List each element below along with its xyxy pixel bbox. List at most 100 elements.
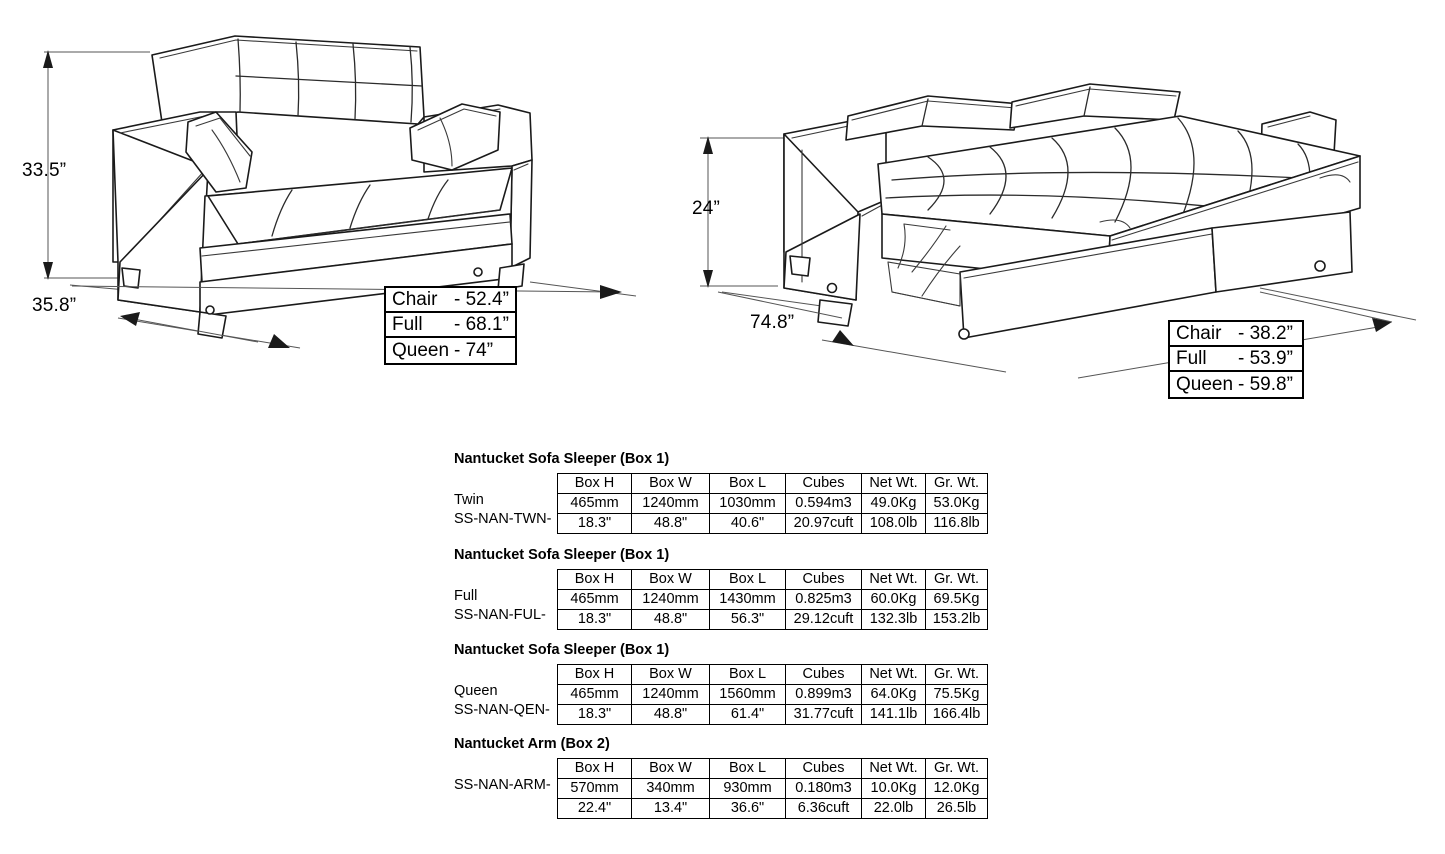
spec-sku-label: SS-NAN-ARM- <box>454 776 551 793</box>
callout-value: - 68.1” <box>454 314 509 335</box>
callout-label: Queen <box>392 340 450 361</box>
table-header-row: Box H Box W Box L Cubes Net Wt. Gr. Wt. <box>557 568 988 590</box>
table-header-row: Box H Box W Box L Cubes Net Wt. Gr. Wt. <box>557 757 988 779</box>
table-cell: 0.594m3 <box>785 492 862 514</box>
table-cell: 18.3" <box>557 512 632 534</box>
table-cell: 48.8" <box>631 608 710 630</box>
table-row: 18.3" 48.8" 40.6" 20.97cuft 108.0lb 116.… <box>557 512 988 534</box>
table-cell: 29.12cuft <box>785 608 862 630</box>
sofa-height-label: 33.5” <box>22 160 67 181</box>
table-cell: 1430mm <box>709 588 786 610</box>
table-cell: 22.0lb <box>861 797 926 819</box>
table-cell: 166.4lb <box>925 703 988 725</box>
sofa-dimension-lines <box>43 50 622 348</box>
table-cell: 56.3" <box>709 608 786 630</box>
callout-label: Chair <box>1176 323 1222 344</box>
callout-value: - 53.9” <box>1238 348 1293 369</box>
table-cell: 1030mm <box>709 492 786 514</box>
table-cell: 69.5Kg <box>925 588 988 610</box>
table-header-row: Box H Box W Box L Cubes Net Wt. Gr. Wt. <box>557 663 988 685</box>
column-header: Box W <box>631 568 710 590</box>
table-cell: 13.4" <box>631 797 710 819</box>
sofa-closed-drawing <box>0 0 660 400</box>
sofa-width-callout: Chair - 52.4” Full - 68.1” Queen - 74” <box>384 286 517 365</box>
table-cell: 49.0Kg <box>861 492 926 514</box>
table-cell: 1240mm <box>631 683 710 705</box>
spec-table: Box H Box W Box L Cubes Net Wt. Gr. Wt. … <box>557 757 988 819</box>
column-header: Box L <box>709 568 786 590</box>
table-row: 465mm 1240mm 1030mm 0.594m3 49.0Kg 53.0K… <box>557 492 988 514</box>
table-cell: 12.0Kg <box>925 777 988 799</box>
bed-width-label: 74.8” <box>750 312 795 333</box>
table-cell: 465mm <box>557 588 632 610</box>
table-cell: 61.4" <box>709 703 786 725</box>
callout-value: - 74” <box>454 340 494 361</box>
callout-row: Chair - 38.2” <box>1170 322 1302 347</box>
spec-size-label: Twin <box>454 491 484 508</box>
table-cell: 132.3lb <box>861 608 926 630</box>
spec-label-column: Twin SS-NAN-TWN- <box>454 473 557 529</box>
bed-body <box>783 83 1361 340</box>
table-header-row: Box H Box W Box L Cubes Net Wt. Gr. Wt. <box>557 472 988 494</box>
table-cell: 153.2lb <box>925 608 988 630</box>
column-header: Net Wt. <box>861 568 926 590</box>
spec-label-column: SS-NAN-ARM- <box>454 758 557 814</box>
spec-title: Nantucket Sofa Sleeper (Box 1) <box>454 451 670 467</box>
bed-depth-callout: Chair - 38.2” Full - 53.9” Queen - 59.8” <box>1168 320 1304 399</box>
spec-block-full: Nantucket Sofa Sleeper (Box 1) Full SS-N… <box>454 547 994 630</box>
table-cell: 340mm <box>631 777 710 799</box>
table-row: 18.3" 48.8" 56.3" 29.12cuft 132.3lb 153.… <box>557 608 988 630</box>
table-cell: 116.8lb <box>925 512 988 534</box>
column-header: Gr. Wt. <box>925 663 988 685</box>
column-header: Box H <box>557 568 632 590</box>
table-cell: 930mm <box>709 777 786 799</box>
column-header: Box W <box>631 472 710 494</box>
table-cell: 75.5Kg <box>925 683 988 705</box>
sofa-body <box>112 35 533 339</box>
column-header: Box W <box>631 757 710 779</box>
table-cell: 0.899m3 <box>785 683 862 705</box>
callout-label: Chair <box>392 289 438 310</box>
column-header: Box W <box>631 663 710 685</box>
spec-block-arm: Nantucket Arm (Box 2) SS-NAN-ARM- Box H … <box>454 736 994 819</box>
spec-title: Nantucket Sofa Sleeper (Box 1) <box>454 547 670 563</box>
callout-value: - 52.4” <box>454 289 509 310</box>
table-cell: 570mm <box>557 777 632 799</box>
column-header: Net Wt. <box>861 757 926 779</box>
table-cell: 6.36cuft <box>785 797 862 819</box>
table-row: 570mm 340mm 930mm 0.180m3 10.0Kg 12.0Kg <box>557 777 988 799</box>
table-cell: 141.1lb <box>861 703 926 725</box>
column-header: Box H <box>557 757 632 779</box>
spec-label-column: Full SS-NAN-FUL- <box>454 569 557 625</box>
spec-title: Nantucket Sofa Sleeper (Box 1) <box>454 642 670 658</box>
spec-size-label: Full <box>454 587 478 604</box>
table-cell: 31.77cuft <box>785 703 862 725</box>
column-header: Gr. Wt. <box>925 472 988 494</box>
column-header: Box H <box>557 663 632 685</box>
column-header: Cubes <box>785 757 862 779</box>
column-header: Box L <box>709 472 786 494</box>
table-cell: 26.5lb <box>925 797 988 819</box>
bed-height-label: 24” <box>692 198 721 219</box>
column-header: Box L <box>709 757 786 779</box>
spec-size-label <box>454 795 557 814</box>
scissor-mechanism <box>887 223 961 307</box>
table-cell: 40.6" <box>709 512 786 534</box>
sofa-depth-label: 35.8” <box>32 295 77 316</box>
table-cell: 48.8" <box>631 512 710 534</box>
callout-value: - 59.8” <box>1238 374 1293 395</box>
table-row: 465mm 1240mm 1430mm 0.825m3 60.0Kg 69.5K… <box>557 588 988 610</box>
column-header: Box H <box>557 472 632 494</box>
table-cell: 22.4" <box>557 797 632 819</box>
table-row: 465mm 1240mm 1560mm 0.899m3 64.0Kg 75.5K… <box>557 683 988 705</box>
callout-value: - 38.2” <box>1238 323 1293 344</box>
column-header: Cubes <box>785 663 862 685</box>
table-cell: 1560mm <box>709 683 786 705</box>
column-header: Gr. Wt. <box>925 757 988 779</box>
callout-label: Queen <box>1176 374 1234 395</box>
spec-table: Box H Box W Box L Cubes Net Wt. Gr. Wt. … <box>557 472 988 534</box>
table-cell: 18.3" <box>557 608 632 630</box>
callout-row: Queen - 74” <box>386 338 515 363</box>
column-header: Gr. Wt. <box>925 568 988 590</box>
callout-label: Full <box>1176 348 1207 369</box>
